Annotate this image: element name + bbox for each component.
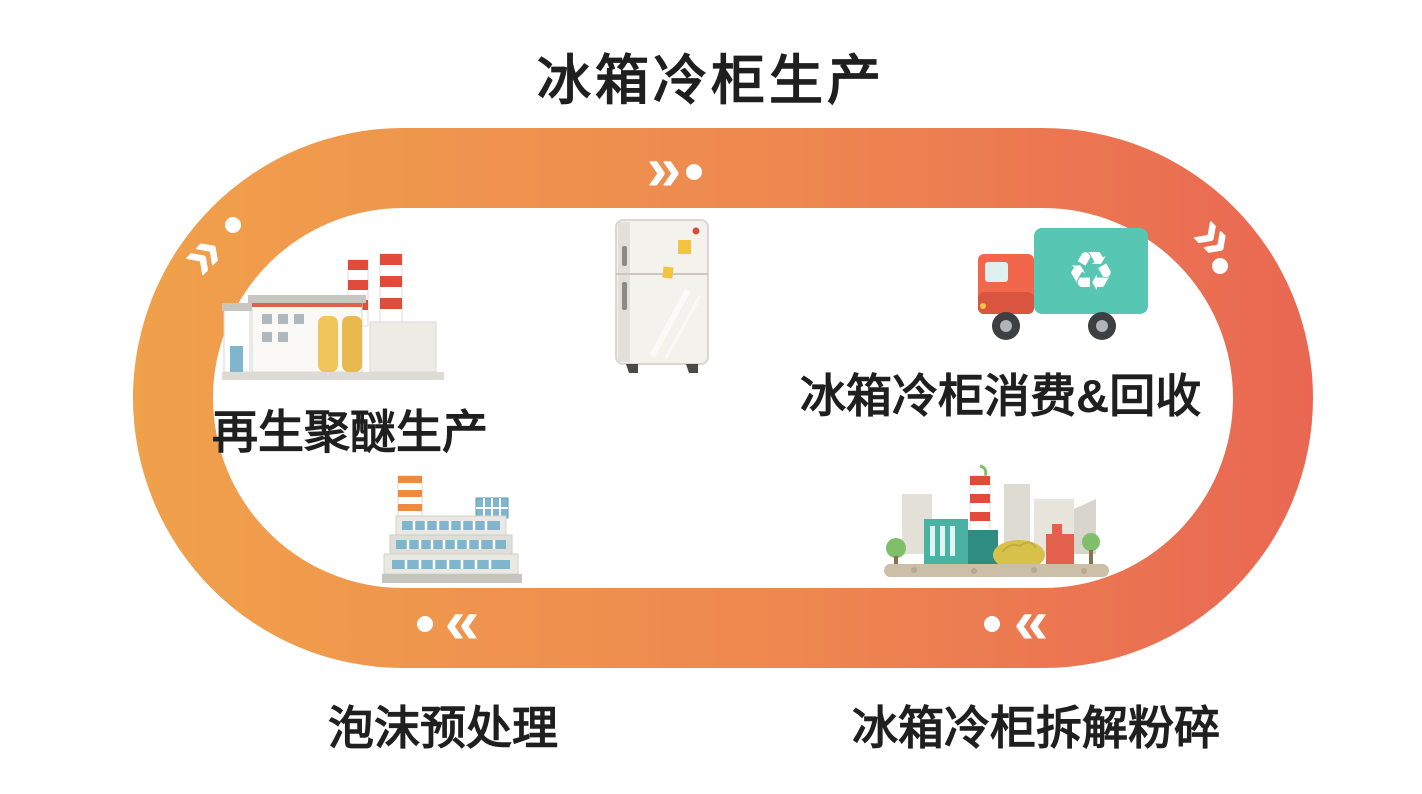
recycle-icon: ♻ [1067,242,1115,302]
label-foam-pretreatment: 泡沫预处理 [328,702,558,754]
flow-dot [686,164,702,180]
label-recycled-polyether-production: 再生聚醚生产 [212,406,488,458]
flow-dot [417,616,433,632]
chevron-left-icon: « [444,588,480,657]
chevron-left-icon: « [1013,588,1049,657]
refrigerator-illustration [615,219,709,373]
label-dismantling-crushing: 冰箱冷柜拆解粉碎 [852,702,1220,754]
dismantling-plant-illustration [884,464,1109,577]
label-production: 冰箱冷柜生产 [537,51,885,111]
flow-dot [225,217,241,233]
label-consumption-recycling: 冰箱冷柜消费&回收 [800,370,1202,422]
polyether-factory-illustration [222,253,444,380]
flow-dot [984,616,1000,632]
chevron-right-icon: » [646,135,682,204]
foam-pretreatment-factory-illustration [382,475,522,583]
flow-dot [1212,258,1228,274]
recycling-truck-illustration: ♻ [978,228,1148,340]
